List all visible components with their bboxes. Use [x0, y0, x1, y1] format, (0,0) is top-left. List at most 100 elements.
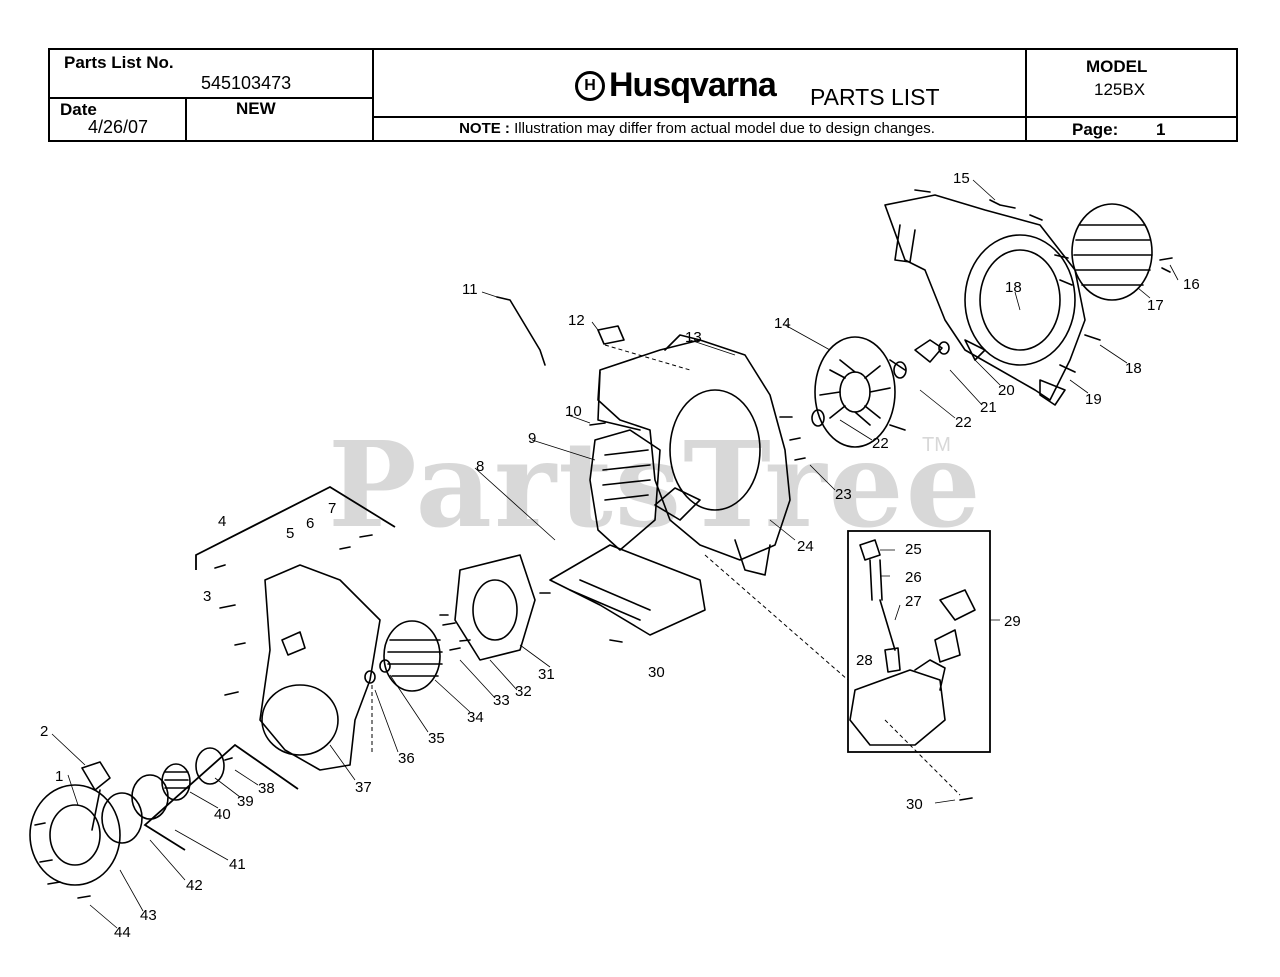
callout-2: 2: [40, 723, 48, 740]
starter-housing: [259, 564, 381, 771]
rope-pulley-42: [101, 792, 143, 844]
callout-25: 25: [905, 541, 922, 558]
date-value: 4/26/07: [88, 117, 149, 137]
note-text: Illustration may differ from actual mode…: [514, 120, 935, 137]
callout-3: 3: [203, 588, 211, 605]
stop-switch: [597, 325, 625, 345]
callout-39: 39: [237, 793, 254, 810]
divider: [372, 50, 374, 140]
watermark-tm: TM: [922, 434, 951, 456]
tube-ribs: [569, 579, 651, 621]
callout-10: 10: [565, 403, 582, 420]
note: NOTE : Illustration may differ from actu…: [372, 120, 1022, 137]
group-bracket-41: [143, 743, 299, 851]
date-label: Date: [60, 100, 97, 119]
fan-impeller: [814, 336, 906, 448]
callout-19: 19: [1085, 391, 1102, 408]
callout-7: 7: [328, 500, 336, 517]
intake-grille: [1071, 203, 1153, 301]
inner-cover: [589, 429, 661, 551]
callout-20: 20: [998, 382, 1015, 399]
model-value: 125BX: [1094, 80, 1146, 99]
divider: [50, 97, 372, 99]
callout-26: 26: [905, 569, 922, 586]
flywheel: [383, 620, 441, 692]
callout-34: 34: [467, 709, 484, 726]
leader-dashed: [704, 554, 849, 681]
leader-dashed: [884, 719, 961, 796]
callout-35: 35: [428, 730, 445, 747]
brand-name: Husqvarna: [609, 66, 777, 104]
callout-27: 27: [905, 593, 922, 610]
note-label: NOTE :: [459, 120, 510, 137]
fan-housing: [597, 334, 791, 576]
callout-5: 5: [286, 525, 294, 542]
status-value: NEW: [236, 99, 276, 118]
callout-21: 21: [980, 399, 997, 416]
nut-36: [364, 670, 376, 684]
callout-8: 8: [476, 458, 484, 475]
callout-32: 32: [515, 683, 532, 700]
blower-housing: [884, 194, 1086, 406]
page-title: PARTS LIST: [810, 84, 940, 110]
callout-33: 33: [493, 692, 510, 709]
washer-35: [379, 659, 391, 673]
callout-1: 1: [55, 768, 63, 785]
callout-43: 43: [140, 907, 157, 924]
callout-11: 11: [462, 281, 478, 298]
pulley-41: [131, 774, 169, 820]
callout-29: 29: [1004, 613, 1021, 630]
small-screws: [34, 416, 973, 899]
model-label: MODEL: [1086, 57, 1148, 76]
starter-rope: [91, 789, 101, 831]
spring-40: [161, 763, 191, 801]
parts-list-no: 545103473: [201, 73, 292, 93]
husqvarna-crown-icon: H: [575, 70, 605, 101]
callout-4: 4: [218, 513, 226, 530]
pulley-39: [195, 747, 225, 785]
callout-42: 42: [186, 877, 203, 894]
divider: [1025, 116, 1236, 118]
callout-40: 40: [214, 806, 231, 823]
callout-31: 31: [538, 666, 555, 683]
callout-23: 23: [835, 486, 852, 503]
callout-17: 17: [1147, 297, 1164, 314]
parts-list-no-label: Parts List No.: [64, 53, 174, 72]
callouts: 1 2 3 4 5 6 7 8 9 10 11 12 13 14 15 16 1…: [40, 170, 1200, 941]
callout-41: 41: [229, 856, 246, 873]
callout-16: 16: [1183, 276, 1200, 293]
callout-13: 13: [685, 329, 702, 346]
callout-14: 14: [774, 315, 791, 332]
blower-tube: [549, 544, 706, 636]
divider: [1025, 50, 1027, 140]
flywheel-fins: [387, 639, 443, 677]
callout-9: 9: [528, 430, 536, 447]
fuel-tank-box: [847, 530, 991, 753]
throttle-rod: [496, 296, 546, 366]
callout-37: 37: [355, 779, 372, 796]
callout-30: 30: [906, 796, 923, 813]
washers: [811, 339, 950, 427]
callout-24: 24: [797, 538, 814, 555]
callout-22: 22: [872, 435, 889, 452]
housing-screws: [914, 189, 1173, 373]
callout-36: 36: [398, 750, 415, 767]
header-table: [48, 48, 1238, 142]
callout-22: 22: [955, 414, 972, 431]
callout-15: 15: [953, 170, 970, 187]
callout-12: 12: [568, 312, 585, 329]
callout-18: 18: [1125, 360, 1142, 377]
callout-38: 38: [258, 780, 275, 797]
callout-28: 28: [856, 652, 873, 669]
starter-handle: [81, 761, 111, 791]
callout-30: 30: [648, 664, 665, 681]
starter-cover: [29, 784, 121, 886]
fuel-tank-group: [849, 539, 976, 746]
callout-18: 18: [1005, 279, 1022, 296]
group-bracket-4: [195, 485, 396, 570]
page-label: Page:: [1072, 120, 1119, 139]
ignition-bracket: [454, 554, 536, 661]
divider: [372, 116, 1025, 118]
leader-dashed: [604, 344, 691, 371]
